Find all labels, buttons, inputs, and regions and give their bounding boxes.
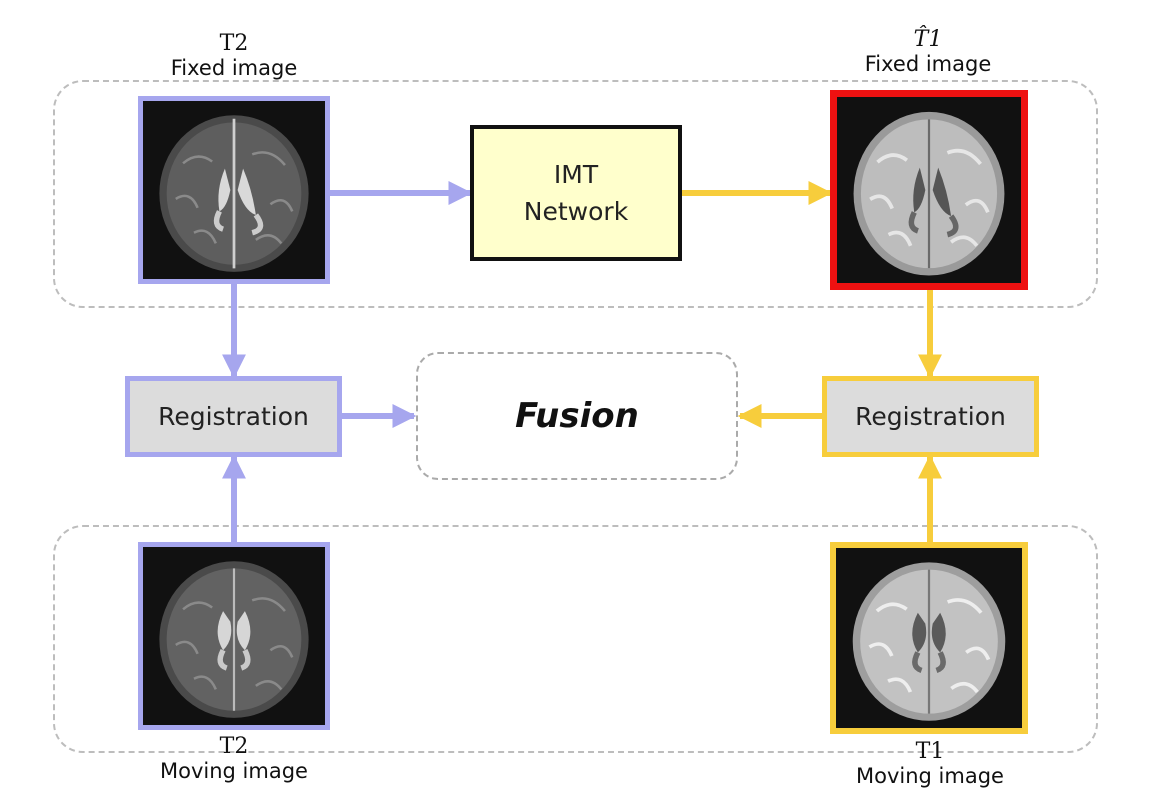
t1hat-fixed-caption: Fixed image xyxy=(864,52,992,76)
t2-fixed-label: T2 Fixed image xyxy=(134,31,334,81)
fusion-label: Fusion xyxy=(515,396,639,436)
t2-fixed-caption: Fixed image xyxy=(170,56,298,80)
t1hat-fixed-label: T̂1 Fixed image xyxy=(828,27,1028,77)
t2-moving-brain-image xyxy=(138,542,330,730)
imt-network-label-line2: Network xyxy=(523,197,629,226)
moving-images-group-frame xyxy=(53,525,1098,753)
t1hat-fixed-brain-image xyxy=(830,90,1028,290)
registration-box-left: Registration xyxy=(125,376,342,457)
imt-network-box: IMT Network xyxy=(470,125,682,261)
fusion-box: Fusion xyxy=(416,352,738,480)
t1-moving-label: T1 Moving image xyxy=(830,739,1030,789)
imt-network-label-line1: IMT xyxy=(553,160,599,189)
t2-fixed-modality: T2 xyxy=(219,31,249,56)
t1-moving-modality: T1 xyxy=(915,739,945,764)
t1hat-fixed-modality: T̂1 xyxy=(913,27,943,52)
t2-moving-caption: Moving image xyxy=(160,759,308,783)
registration-box-right: Registration xyxy=(822,376,1039,457)
t2-moving-label: T2 Moving image xyxy=(134,734,334,784)
t2-moving-modality: T2 xyxy=(219,734,249,759)
t2-fixed-brain-image xyxy=(138,96,330,284)
registration-left-label: Registration xyxy=(158,402,309,431)
registration-right-label: Registration xyxy=(855,402,1006,431)
fixed-images-group-frame xyxy=(53,80,1098,308)
t1-moving-brain-image xyxy=(830,542,1028,734)
t1-moving-caption: Moving image xyxy=(856,764,1004,788)
